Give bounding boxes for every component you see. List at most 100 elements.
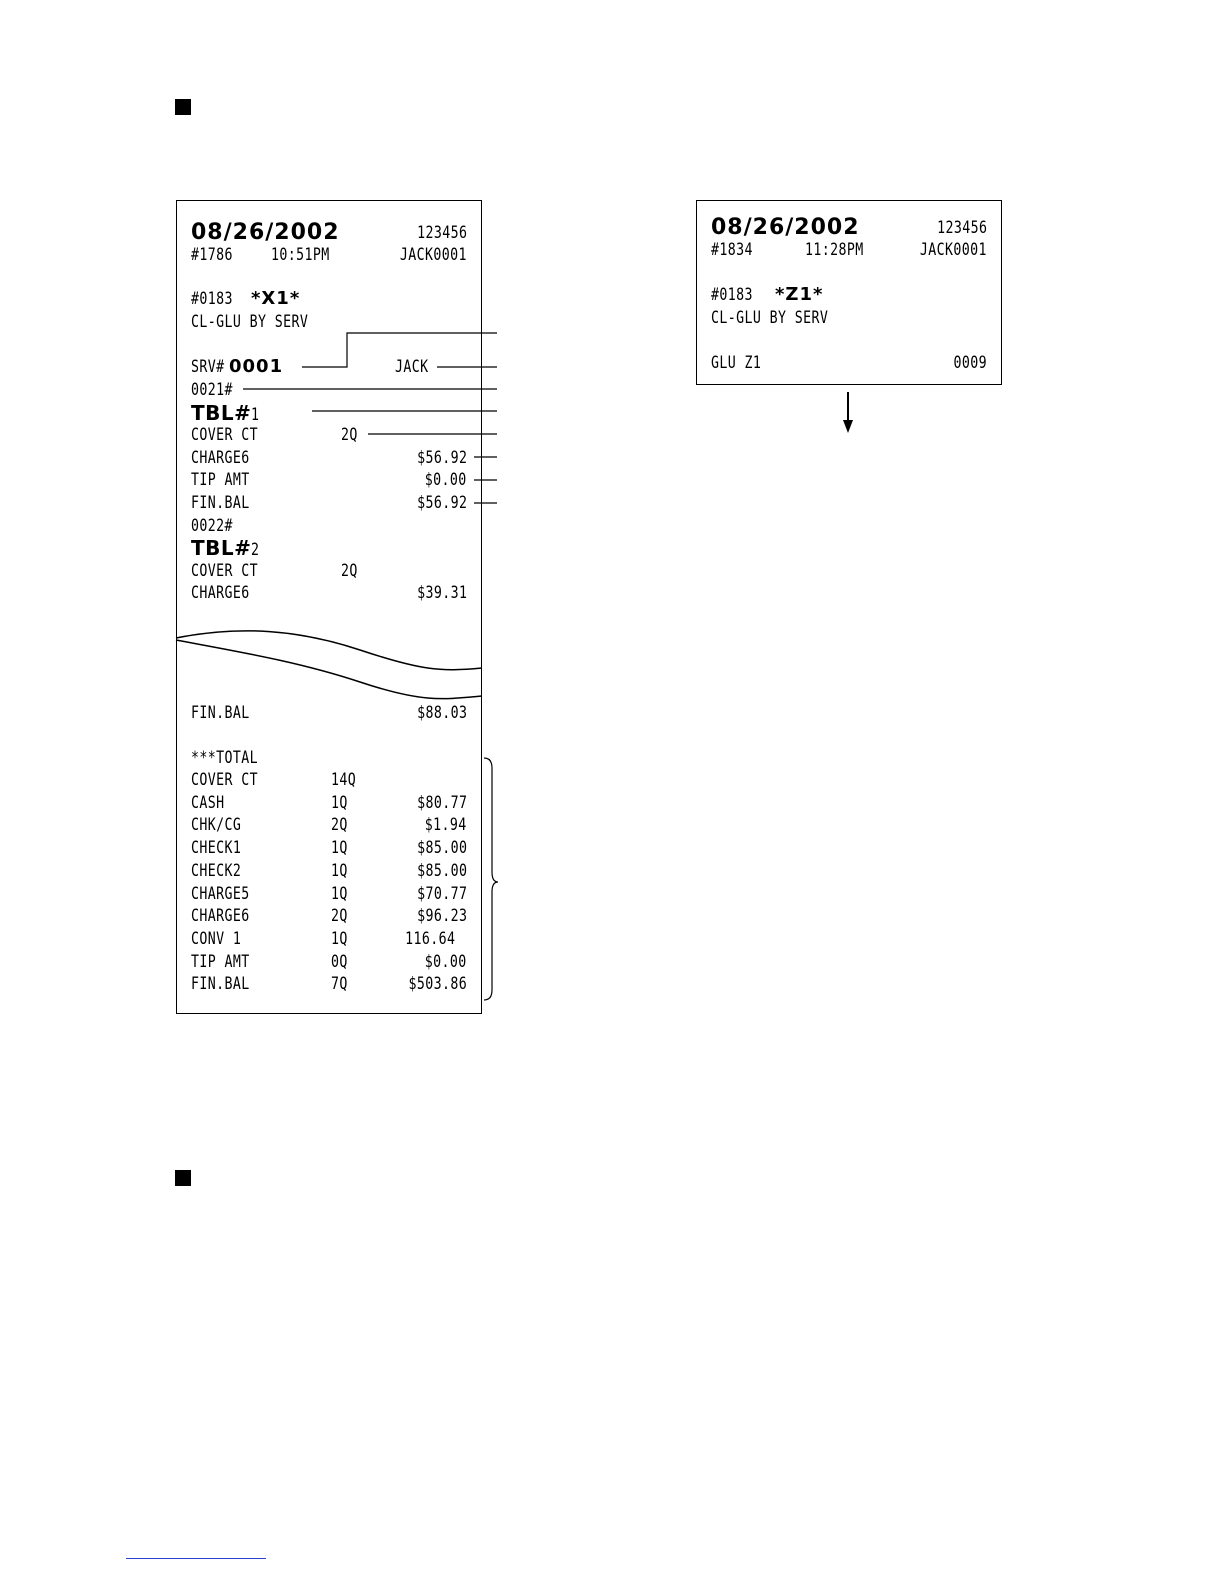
x-server-name: JACK (395, 357, 429, 377)
x-consecutive-no: #1786 (191, 245, 233, 265)
x-total-amount: $96.23 (416, 906, 467, 927)
x-total-amount: $0.00 (425, 951, 467, 972)
z-consecutive-no: #1834 (711, 240, 753, 260)
x-total-row: CHK/CG 2Q $1.94 (191, 814, 467, 836)
x-date: 08/26/2002 (191, 220, 340, 245)
x-total-qty: 14Q (331, 770, 357, 790)
x-report-title: CL-GLU BY SERV (191, 312, 309, 332)
x-table-no: TBL#1 (191, 402, 262, 426)
x-entry-label: TIP AMT (191, 470, 250, 491)
x-entry-row: FIN.BAL $56.92 (191, 492, 467, 514)
z-report-receipt: 08/26/2002 123456 #1834 11:28PM JACK0001… (696, 200, 1002, 385)
z-machine-no: 123456 (936, 218, 987, 238)
z-time: 11:28PM (805, 240, 864, 260)
x-total-qty: 2Q (331, 906, 348, 927)
x-total-qty: 1Q (331, 838, 348, 859)
x-entry-label: CHARGE6 (191, 583, 250, 604)
x-total-qty: 1Q (331, 928, 348, 949)
x-total-amount: $80.77 (416, 792, 467, 813)
x-total-qty: 0Q (331, 951, 348, 972)
x-entry-amount: $56.92 (416, 447, 467, 468)
x-entry-amount: $39.31 (416, 583, 467, 604)
x-finbal-label: FIN.BAL (191, 703, 250, 723)
x-time: 10:51PM (271, 245, 330, 265)
x-total-label: CASH (191, 792, 225, 813)
x-table-label: TBL# (191, 536, 252, 561)
x-total-label: CHARGE6 (191, 906, 250, 927)
x-total-row: CASH 1Q $80.77 (191, 792, 467, 814)
x-table-number: 2 (251, 540, 260, 561)
x-entry-label: COVER CT (191, 425, 258, 446)
x-server-label: SRV# (191, 357, 225, 377)
x-entry-row: CHARGE6 $56.92 (191, 447, 467, 469)
x-entry-label: CHARGE6 (191, 447, 250, 468)
x-bill-no: 0022# (191, 515, 233, 536)
z-mode-mark: *Z1* (775, 284, 824, 305)
x-entry-row: TIP AMT $0.00 (191, 469, 467, 491)
x-table-no: TBL#2 (191, 537, 262, 561)
x-total-row: TIP AMT 0Q $0.00 (191, 951, 467, 973)
x-total-qty: 1Q (331, 792, 348, 813)
x-total-row: CONV 1 1Q 116.64 (191, 928, 467, 950)
z-report-counter: #0183 (711, 285, 753, 305)
x-finbal-amount: $88.03 (416, 703, 467, 723)
x-total-label: FIN.BAL (191, 974, 250, 995)
x-entry-row: COVER CT 2Q (191, 560, 467, 582)
totals-brace (483, 757, 499, 1001)
x-total-amount: $85.00 (416, 860, 467, 881)
x-total-label: COVER CT (191, 770, 258, 790)
x-clerk: JACK0001 (400, 245, 467, 265)
x-report-receipt-top: 08/26/2002 123456 #1786 10:51PM JACK0001… (176, 200, 482, 640)
x-total-label: CHECK1 (191, 838, 242, 859)
z-glu-label: GLU Z1 (711, 353, 762, 373)
x-total-qty: 1Q (331, 860, 348, 881)
x-entry-row: CHARGE6 $39.31 (191, 582, 467, 604)
section-bullet-bottom (175, 1170, 191, 1186)
x-entry-qty: 2Q (341, 560, 358, 581)
down-arrow-head (843, 420, 853, 433)
x-total-row: CHARGE5 1Q $70.77 (191, 883, 467, 905)
x-entry-label: COVER CT (191, 560, 258, 581)
z-date: 08/26/2002 (711, 215, 860, 240)
x-total-label: TIP AMT (191, 951, 250, 972)
x-entry-row: 0022# (191, 515, 467, 537)
footer-link-line (126, 1558, 266, 1559)
x-total-amount: $1.94 (425, 815, 467, 836)
x-table-label: TBL# (191, 400, 252, 425)
x-total-qty: 2Q (331, 815, 348, 836)
x-total-amount: $85.00 (416, 838, 467, 859)
x-total-amount: $503.86 (408, 974, 467, 995)
x-entry-row: COVER CT 2Q (191, 424, 467, 446)
x-total-qty: 7Q (331, 974, 348, 995)
x-total-label: CHECK2 (191, 860, 242, 881)
x-total-row: COVER CT 14Q (191, 769, 467, 791)
x-report-counter: #0183 (191, 289, 233, 309)
x-entry-row: TBL#1 (191, 402, 467, 426)
x-entry-row: TBL#2 (191, 537, 467, 561)
x-total-label: CHK/CG (191, 815, 242, 836)
x-bill-no: 0021# (191, 380, 233, 400)
x-total-label: CHARGE5 (191, 883, 250, 904)
z-glu-value: 0009 (953, 353, 987, 373)
x-entry-qty: 2Q (341, 425, 358, 446)
x-machine-no: 123456 (416, 223, 467, 243)
x-total-row: FIN.BAL 7Q $503.86 (191, 973, 467, 995)
x-entry-row: 0021# (191, 379, 467, 401)
x-report-receipt-bottom: FIN.BAL $88.03 ***TOTAL COVER CT 14Q CASH 1… (176, 640, 482, 1014)
x-total-qty: 1Q (331, 883, 348, 904)
x-total-row: CHARGE6 2Q $96.23 (191, 905, 467, 927)
x-total-label: CONV 1 (191, 928, 242, 949)
section-bullet-top (175, 99, 191, 115)
x-entry-amount: $0.00 (425, 470, 467, 491)
x-total-row: CHECK1 1Q $85.00 (191, 837, 467, 859)
z-report-title: CL-GLU BY SERV (711, 308, 829, 328)
x-server-code: 0001 (229, 356, 284, 377)
x-total-amount: $70.77 (416, 883, 467, 904)
x-table-number: 1 (251, 404, 260, 425)
x-total-row: CHECK2 1Q $85.00 (191, 860, 467, 882)
x-entry-amount: $56.92 (416, 493, 467, 513)
x-entry-label: FIN.BAL (191, 493, 250, 513)
x-mode-mark: *X1* (251, 288, 301, 309)
x-total-heading: ***TOTAL (191, 748, 258, 768)
x-total-amount: 116.64 (404, 928, 455, 949)
